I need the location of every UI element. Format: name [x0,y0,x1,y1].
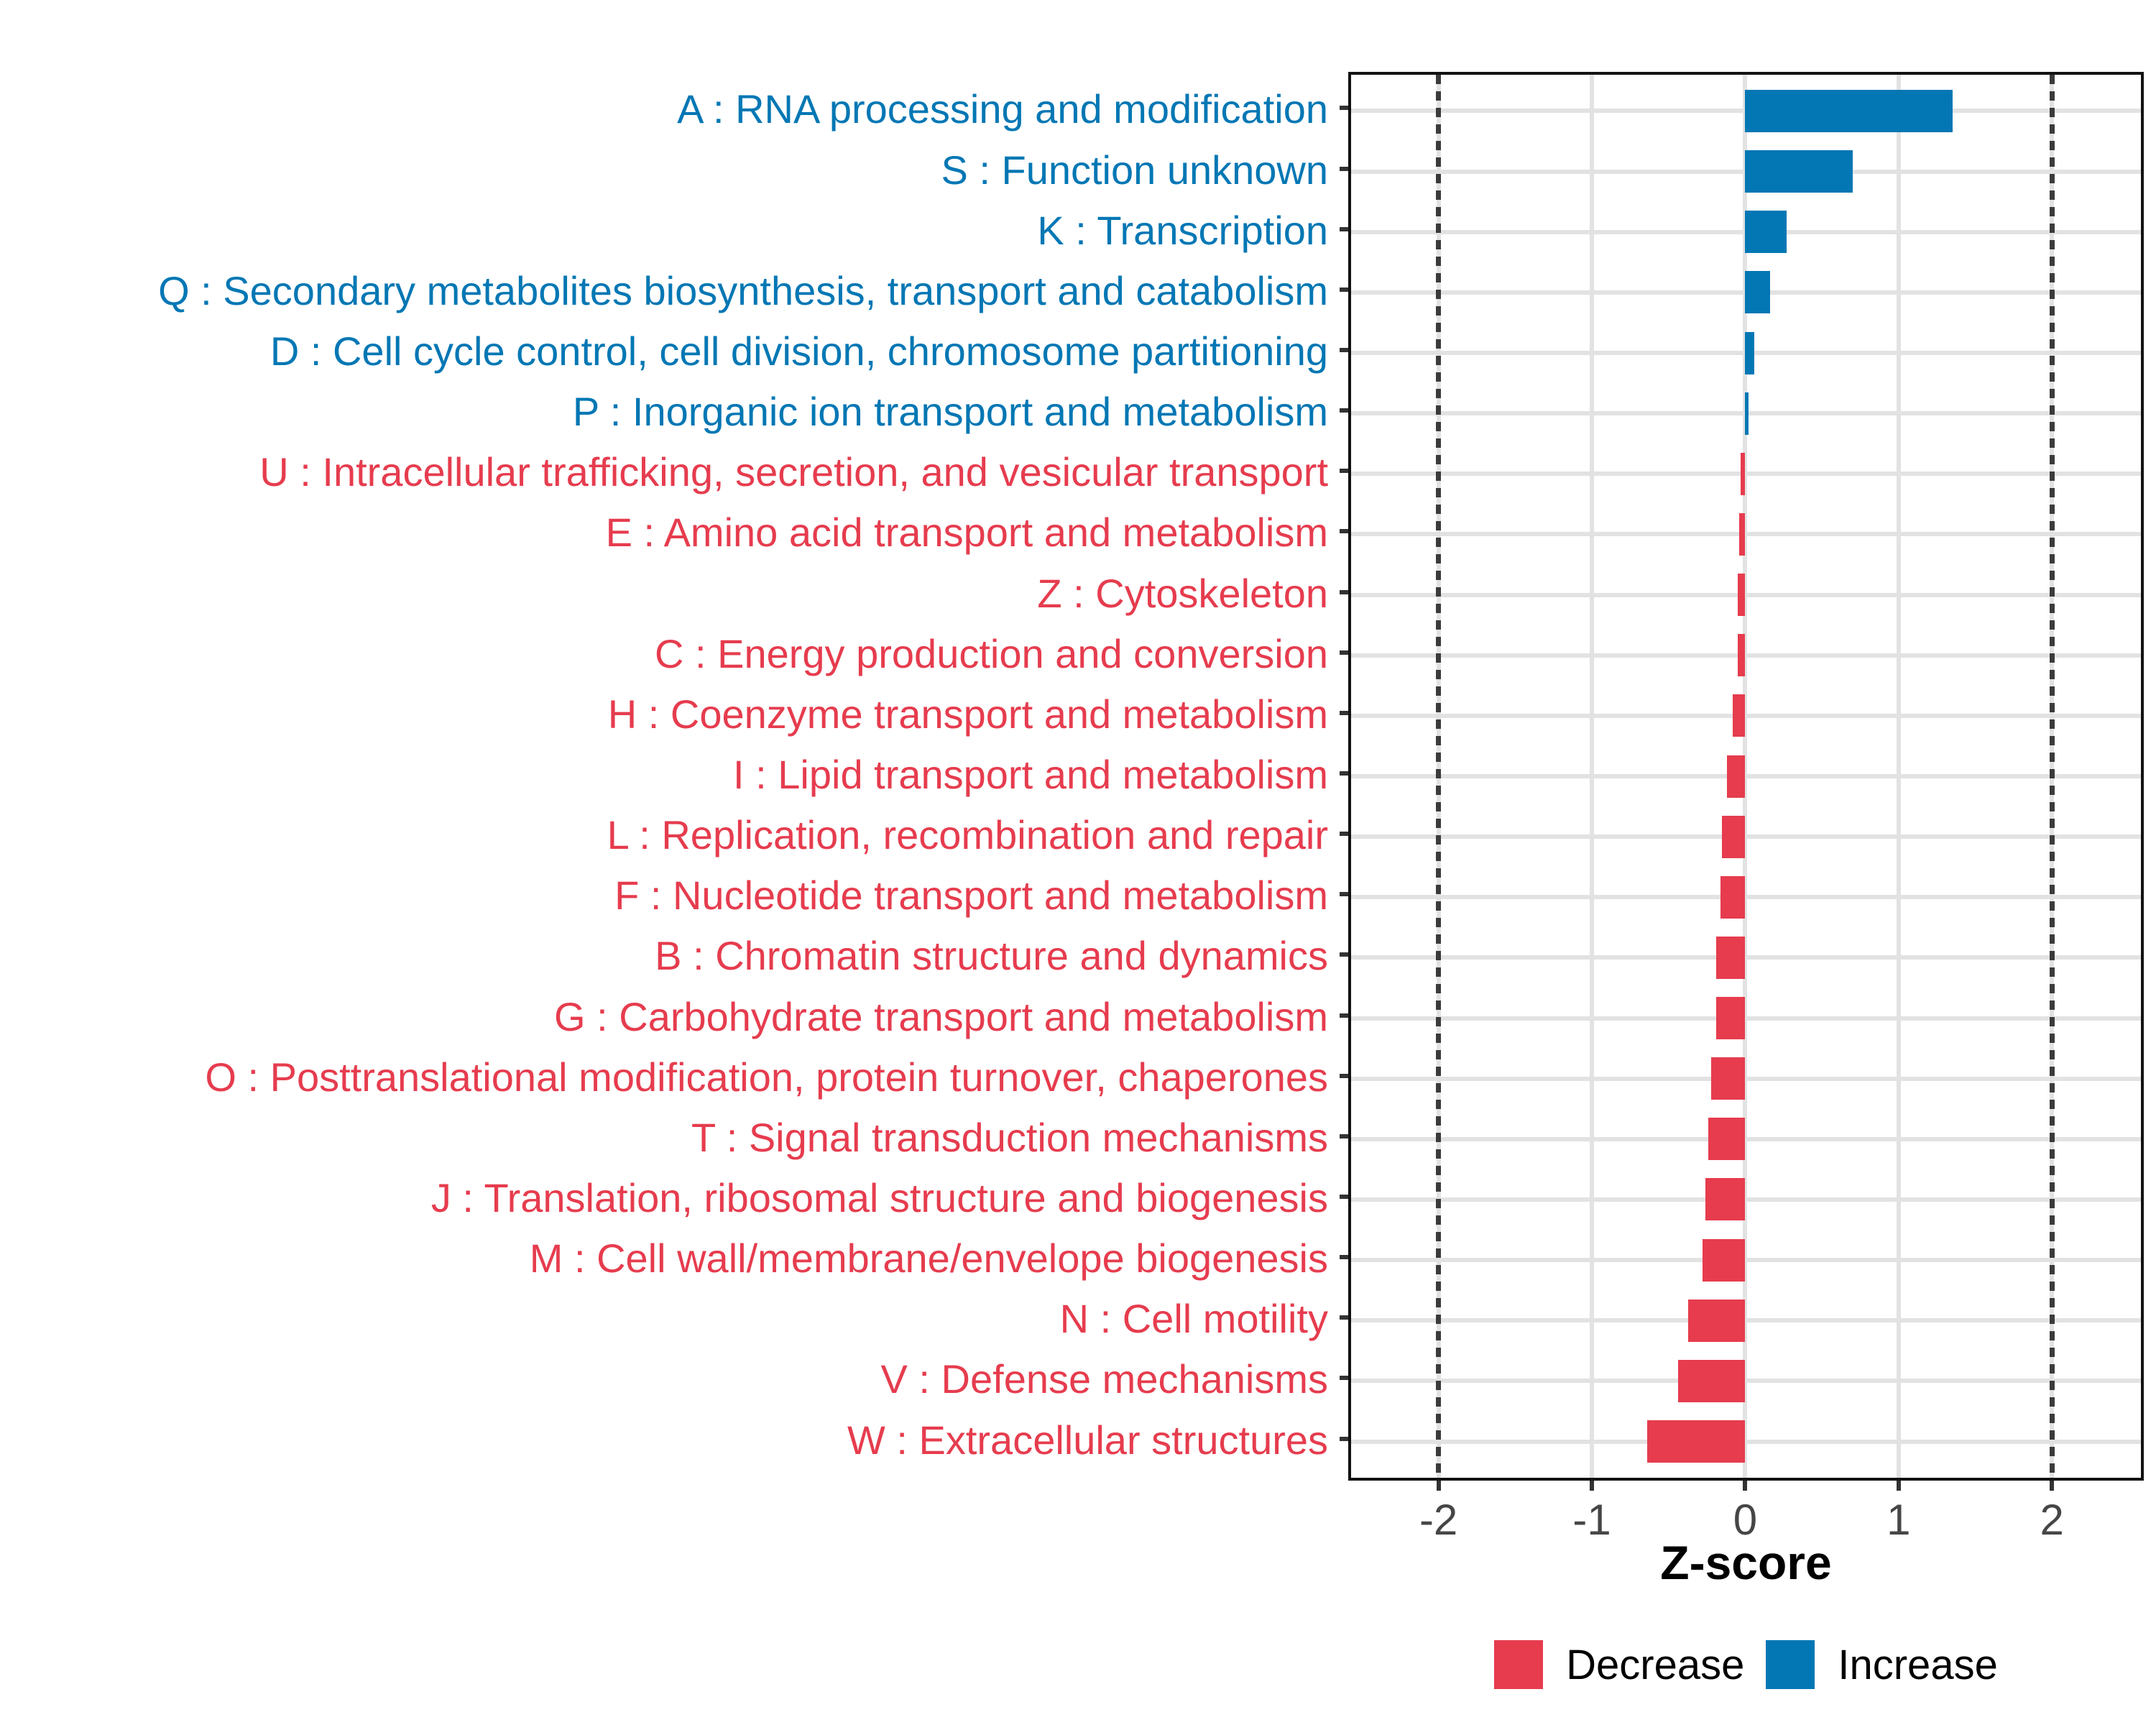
x-axis-tick-label: 0 [1733,1496,1758,1544]
y-axis-tick [1340,1376,1350,1381]
category-label: O : Posttranslational modification, prot… [205,1054,1328,1100]
category-label: I : Lipid transport and metabolism [733,752,1328,797]
bar [1733,694,1746,737]
category-label: E : Amino acid transport and metabolism [605,510,1328,556]
category-label: D : Cell cycle control, cell division, c… [270,328,1328,374]
y-axis-tick [1340,832,1350,837]
y-axis-tick [1340,1436,1350,1441]
y-axis-tick [1340,529,1350,534]
reference-line-dotted [2049,75,2055,1478]
y-axis-tick [1340,892,1350,897]
y-axis-tick [1340,408,1350,413]
bar [1745,150,1853,193]
y-axis-tick [1340,589,1350,594]
bar [1745,89,1953,132]
bar [1711,1057,1746,1100]
y-axis-tick [1340,650,1350,655]
y-axis-tick [1340,106,1350,111]
bar [1705,1178,1746,1221]
bar [1745,392,1749,435]
legend-swatch [1494,1640,1544,1689]
y-axis-tick [1340,1194,1350,1199]
reference-line-dotted [1436,75,1442,1478]
legend-label: Increase [1838,1641,1998,1688]
y-axis-tick [1340,1133,1350,1138]
x-axis-tick [2050,1481,2055,1491]
x-axis-tick-label: -2 [1419,1496,1458,1544]
x-axis-tick-label: 2 [2040,1496,2064,1544]
category-label: F : Nucleotide transport and metabolism [614,873,1328,919]
x-axis-tick-label: 1 [1886,1496,1911,1544]
bar [1745,271,1770,314]
bar [1646,1420,1746,1463]
y-axis-tick [1340,952,1350,957]
bar [1677,1359,1746,1402]
category-label: N : Cell motility [1059,1296,1328,1342]
legend-swatch [1766,1640,1815,1689]
category-label: C : Energy production and conversion [655,630,1328,676]
category-label: L : Replication, recombination and repai… [607,812,1328,858]
y-axis-tick [1340,226,1350,231]
bar [1688,1299,1746,1342]
bar [1720,875,1746,919]
bar [1738,512,1746,556]
gridline-vertical [1896,75,1901,1478]
category-label: W : Extracellular structures [847,1417,1328,1463]
category-label: U : Intracellular trafficking, secretion… [259,449,1328,495]
category-label: H : Coenzyme transport and metabolism [607,691,1328,737]
y-axis-tick [1340,166,1350,171]
y-axis-tick [1340,710,1350,715]
x-axis-tick [1743,1481,1748,1491]
bar [1741,452,1746,495]
bar [1737,634,1746,677]
bar [1715,936,1746,979]
category-label: S : Function unknown [941,147,1328,193]
category-label: J : Translation, ribosomal structure and… [430,1174,1328,1220]
category-label: B : Chromatin structure and dynamics [655,933,1328,979]
category-label: K : Transcription [1037,207,1328,253]
bar [1745,331,1755,374]
bar [1737,574,1746,617]
gridline-vertical [1743,75,1748,1478]
category-label: T : Signal transduction mechanisms [691,1114,1328,1160]
y-axis-tick [1340,1073,1350,1078]
y-axis-tick [1340,287,1350,292]
category-label: Q : Secondary metabolites biosynthesis, … [158,267,1328,313]
x-axis-tick-label: -1 [1572,1496,1611,1544]
bar [1726,755,1746,798]
y-axis-tick [1340,469,1350,474]
category-label: M : Cell wall/membrane/envelope biogenes… [529,1236,1328,1282]
x-axis-tick [1590,1481,1595,1491]
category-label: G : Carbohydrate transport and metabolis… [554,993,1328,1039]
plot-panel [1348,72,2144,1481]
legend-label: Decrease [1566,1641,1745,1688]
category-label: V : Defense mechanisms [880,1356,1328,1402]
y-axis-tick [1340,1255,1350,1260]
category-label: A : RNA processing and modification [677,86,1328,132]
x-axis-tick [1896,1481,1901,1491]
category-label: Z : Cytoskeleton [1037,570,1328,616]
bar [1745,211,1787,254]
gridline-vertical [1590,75,1595,1478]
y-axis-tick [1340,771,1350,776]
legend-item: Increase [1766,1640,1998,1689]
x-axis-tick [1436,1481,1441,1491]
legend-item: Decrease [1494,1640,1744,1689]
x-axis-title: Z-score [1660,1536,1832,1589]
y-axis-tick [1340,1013,1350,1018]
y-axis-tick [1340,348,1350,353]
bar [1702,1238,1746,1282]
legend: Decrease Increase [1348,1640,2144,1689]
bar [1715,997,1746,1040]
bar [1708,1118,1746,1161]
category-label: P : Inorganic ion transport and metaboli… [572,389,1328,435]
bar [1722,815,1746,858]
y-axis-tick [1340,1315,1350,1320]
